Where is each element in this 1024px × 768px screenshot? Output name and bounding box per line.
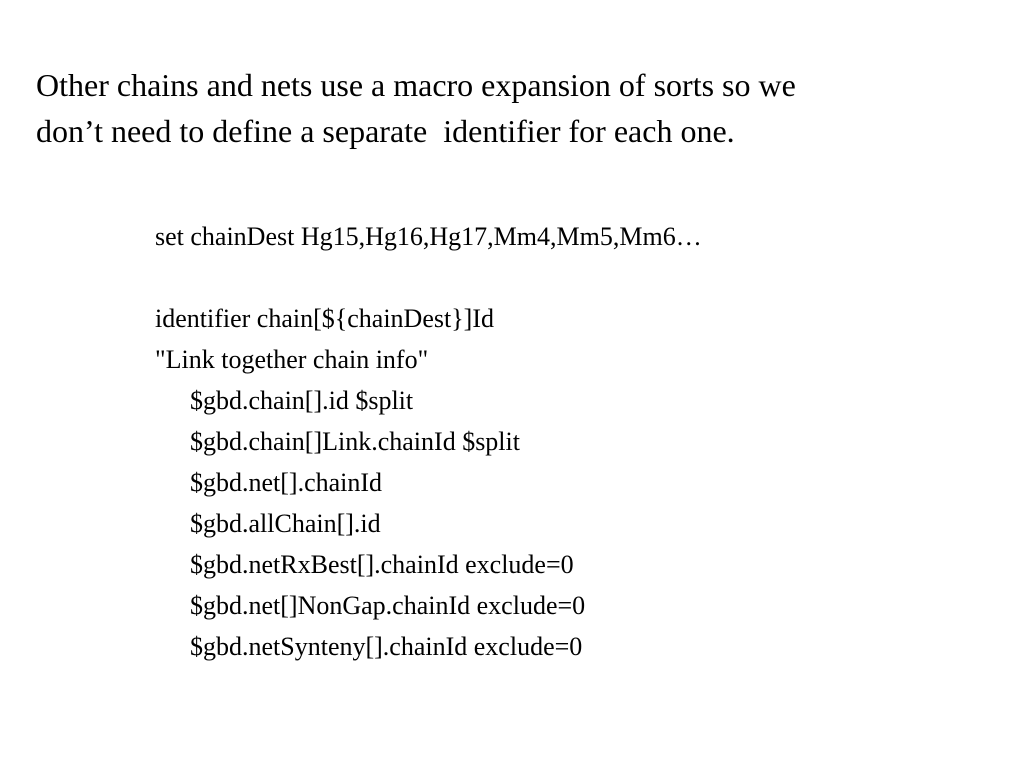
field-line: $gbd.allChain[].id	[190, 509, 381, 538]
field-line: $gbd.chain[].id $split	[190, 386, 414, 415]
description-line: "Link together chain info"	[155, 345, 429, 374]
intro-paragraph: Other chains and nets use a macro expans…	[36, 62, 1006, 154]
field-line: $gbd.chain[]Link.chainId $split	[190, 427, 520, 456]
intro-line-2: don’t need to define a separate identifi…	[36, 113, 735, 149]
field-line: $gbd.netRxBest[].chainId exclude=0	[190, 550, 574, 579]
intro-line-1: Other chains and nets use a macro expans…	[36, 67, 796, 103]
code-example: set chainDest Hg15,Hg16,Hg17,Mm4,Mm5,Mm6…	[155, 216, 975, 667]
field-line: $gbd.netSynteny[].chainId exclude=0	[190, 632, 583, 661]
field-line: $gbd.net[]NonGap.chainId exclude=0	[190, 591, 586, 620]
blank-line	[155, 257, 975, 298]
field-line: $gbd.net[].chainId	[190, 468, 383, 497]
identifier-line: identifier chain[${chainDest}]Id	[155, 304, 494, 333]
set-chain-dest-line: set chainDest Hg15,Hg16,Hg17,Mm4,Mm5,Mm6…	[155, 222, 702, 251]
